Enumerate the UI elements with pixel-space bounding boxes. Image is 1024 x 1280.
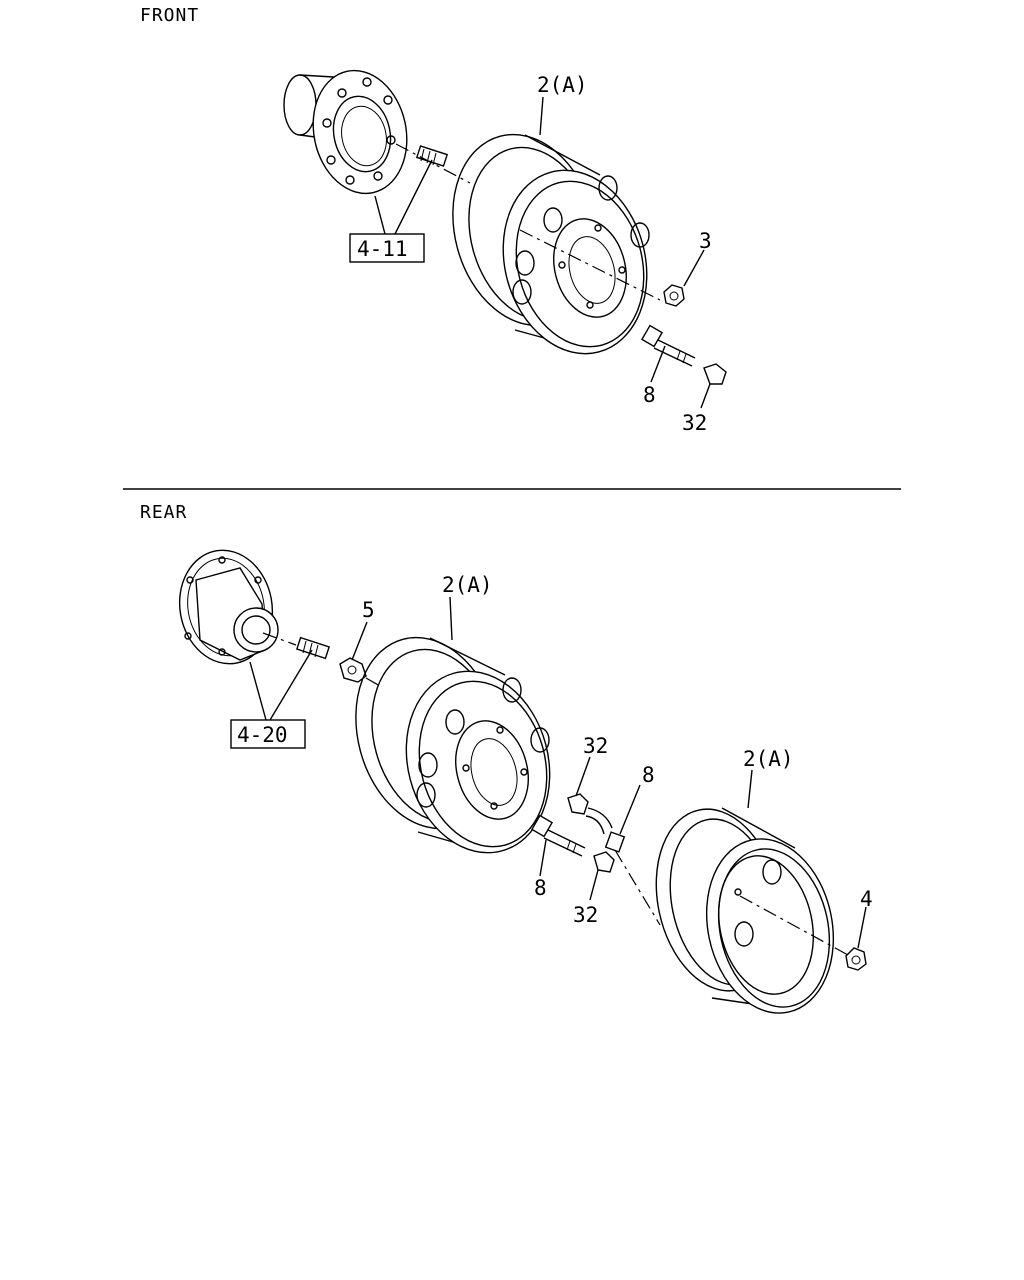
rear-inner-cap-label: 32	[573, 903, 598, 927]
rear-inner-nut-label: 5	[362, 598, 375, 622]
front-valve-label: 8	[643, 383, 656, 407]
front-valve	[640, 324, 696, 367]
section-title-front: FRONT	[140, 5, 199, 26]
rear-outer-nut	[845, 947, 867, 971]
rear-inner-wheel-label: 2(A)	[442, 573, 493, 597]
rear-inner-valve-cap	[593, 851, 615, 873]
section-title-rear: REAR	[140, 502, 187, 523]
rear-outer-cap-label: 32	[583, 734, 608, 758]
front-hub-ref: 4-11	[357, 237, 408, 261]
rear-hub	[178, 549, 279, 665]
front-hub	[283, 69, 408, 195]
front-valve-cap	[703, 363, 727, 385]
rear-hub-ref-box	[230, 719, 306, 749]
front-assembly: 2(A) 4-11 3 8 32	[283, 69, 727, 435]
front-hub-ref-box	[349, 233, 425, 263]
rear-inner-nut	[339, 657, 367, 683]
front-wheel-label: 2(A)	[537, 73, 588, 97]
rear-outer-valve-label: 8	[642, 763, 655, 787]
front-hub-bolt	[415, 145, 449, 167]
rear-assembly: 2(A) 5 4-20 32 8 2(A) 8 32 4	[178, 549, 873, 1014]
rear-outer-valve	[585, 807, 626, 853]
front-cap-label: 32	[682, 411, 707, 435]
rear-outer-wheel	[655, 807, 835, 1014]
rear-hub-bolt	[295, 636, 331, 660]
rear-inner-wheel	[355, 636, 551, 854]
front-wheel-nut	[663, 284, 685, 307]
rear-inner-valve	[530, 814, 586, 857]
rear-hub-ref: 4-20	[237, 723, 288, 747]
rear-inner-valve-label: 8	[534, 876, 547, 900]
rear-outer-nut-label: 4	[860, 887, 873, 911]
front-wheel	[452, 133, 650, 355]
rear-outer-valve-cap	[567, 793, 589, 815]
front-nut-label: 3	[699, 229, 712, 253]
rear-outer-wheel-label: 2(A)	[743, 747, 794, 771]
